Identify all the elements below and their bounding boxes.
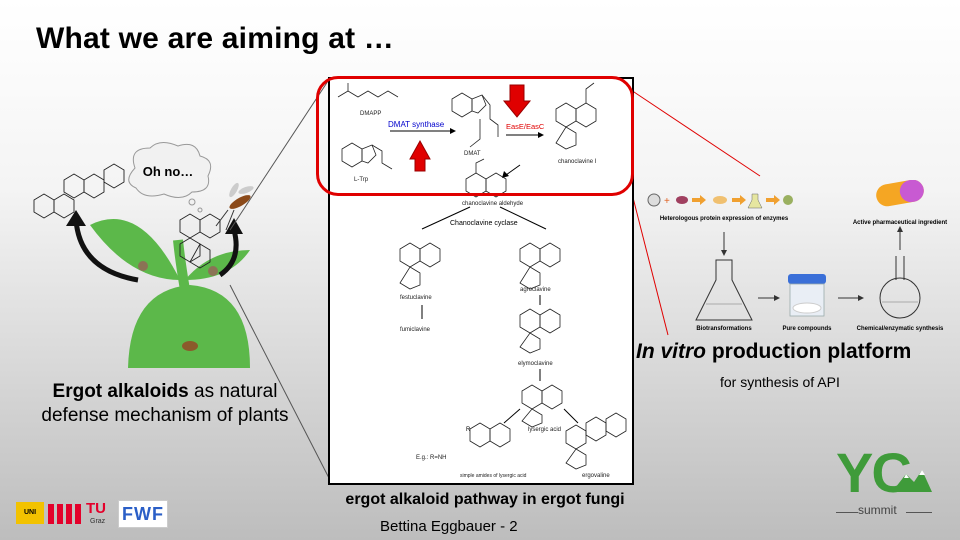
yc-line-right [906, 512, 932, 513]
fwf-logo-text: FWF [122, 504, 164, 524]
yc-line-left [836, 512, 858, 513]
festuclavine-label: festuclavine [400, 295, 432, 301]
elymoclavine-label: elymoclavine [518, 361, 553, 367]
tu-graz-pattern-icon [48, 504, 84, 524]
pill-icon [874, 180, 925, 208]
invitro-title-rest: production platform [706, 340, 911, 363]
yc-summit-text: summit [858, 503, 897, 517]
festuclavine-molecule-icon [400, 243, 440, 289]
elymoclavine-molecule-icon [520, 309, 560, 353]
biotransformations-label: Biotransformations [696, 326, 752, 332]
uni-logo-text: UNI [24, 509, 36, 516]
production-platform-diagram: + Heterologous protein expression of enz… [640, 180, 950, 340]
enzyme-highlight-frame [316, 76, 634, 196]
fumiclavine-label: fumiclavine [400, 327, 431, 333]
svg-text:Heterologous protein expressio: Heterologous protein expression of enzym… [660, 216, 789, 222]
eg-label: E.g.: R=NH [416, 455, 447, 461]
r-label: R [466, 427, 471, 433]
heterologous-label: Heterologous protein expression of enzym… [660, 216, 789, 222]
jar-icon [788, 274, 826, 316]
uni-graz-logo: UNI [16, 502, 44, 524]
amides-molecule-icon [470, 423, 510, 447]
chano-cyclase-label: Chanoclavine cyclase [450, 220, 518, 227]
chano-aldehyde-label: chanoclavine aldehyde [462, 201, 524, 207]
pathway-caption: ergot alkaloid pathway in ergot fungi [310, 491, 660, 509]
invitro-title: In vitro production platform [636, 340, 911, 364]
lysergic-acid-label: lysergic acid [528, 427, 561, 433]
lysergic-acid-molecule-icon [522, 385, 562, 427]
ergovaline-molecule-icon [566, 413, 626, 469]
chem-synthesis-label: Chemical/enzymatic synthesis [857, 326, 944, 332]
round-flask-icon [880, 256, 920, 318]
invitro-title-italic: In vitro [636, 340, 706, 363]
flask-icon [696, 260, 752, 320]
svg-text:+: + [664, 196, 670, 207]
pure-compounds-label: Pure compounds [782, 326, 832, 332]
agroclavine-label: agroclavine [520, 287, 551, 293]
tu-graz-logo: TU Graz [48, 500, 114, 528]
invitro-subtitle: for synthesis of API [720, 374, 840, 390]
expression-icon-chain: + [648, 194, 793, 208]
agroclavine-molecule-icon [520, 243, 560, 289]
ergovaline-label: ergovaline [582, 473, 610, 479]
fwf-logo: FWF [118, 500, 168, 528]
footer-author: Bettina Eggbauer - 2 [380, 518, 518, 535]
mountain-icon [892, 466, 932, 492]
graz-logo-text: Graz [90, 518, 105, 525]
tu-logo-text: TU [86, 500, 106, 517]
api-label: Active pharmaceutical ingredient [853, 220, 947, 226]
amides-label: simple amides of lysergic acid [460, 473, 527, 479]
